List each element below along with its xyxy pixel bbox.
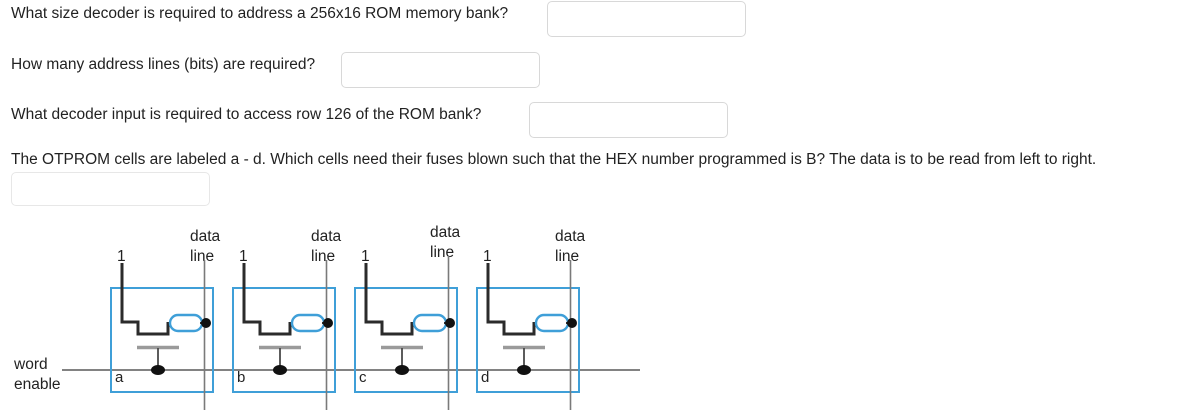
otprom-cell-d [476,260,580,410]
cell-c-fuse [412,313,448,333]
data-line-label-b-line1: data [311,228,342,245]
question-4-answer-input[interactable] [11,172,210,206]
data-line-label-a-line1: data [190,228,221,245]
cell-a-border [110,287,214,393]
cell-b-input-wire [242,263,292,336]
cell-a-data-junction-dot [201,318,211,328]
question-2-text: How many address lines (bits) are requir… [11,56,316,73]
cell-b-fuse [290,313,326,333]
data-line-label-d-line1: data [555,228,586,245]
cell-d-border [476,287,580,393]
cell-d-data-junction-dot [567,318,577,328]
cell-d-word-enable-dot [517,365,531,375]
word-enable-label-line2: enable [14,376,61,393]
cell-b-border [232,287,336,393]
otprom-cell-b [232,260,336,410]
cell-d-input-wire [486,263,536,336]
cell-label-c: c [359,369,367,386]
cell-c-data-junction-dot [445,318,455,328]
cell-a-input-wire [120,263,170,336]
cell-c-border [354,287,458,393]
cell-b-data-junction-dot [323,318,333,328]
cell-b-word-enable-dot [273,365,287,375]
word-enable-label-line1: word [14,356,48,373]
cell-label-d: d [481,369,490,386]
question-3-answer-input[interactable] [529,102,728,138]
question-4-text: The OTPROM cells are labeled a - d. Whic… [11,151,1097,168]
question-1-answer-input[interactable] [547,1,746,37]
data-line-label-a-line2: line [190,248,215,265]
question-2-answer-input[interactable] [341,52,540,88]
question-3-text: What decoder input is required to access… [11,106,482,123]
otprom-cell-c [354,256,458,410]
input-high-label-c: 1 [361,248,370,265]
otprom-cell-a [110,260,214,410]
cell-c-input-wire [364,263,414,336]
cell-label-a: a [115,369,124,386]
circuit-svg [62,256,640,410]
cell-a-fuse [168,313,204,333]
question-1-text: What size decoder is required to address… [11,5,509,22]
cell-d-fuse [534,313,570,333]
input-high-label-b: 1 [239,248,248,265]
data-line-label-b-line2: line [311,248,336,265]
data-line-label-c-line1: data [430,224,461,241]
otprom-cell-array-diagram: word enable data line data line data lin… [0,218,1191,410]
cell-a-word-enable-dot [151,365,165,375]
cell-c-word-enable-dot [395,365,409,375]
input-high-label-d: 1 [483,248,492,265]
data-line-label-d-line2: line [555,248,580,265]
input-high-label-a: 1 [117,248,126,265]
cell-label-b: b [237,369,246,386]
